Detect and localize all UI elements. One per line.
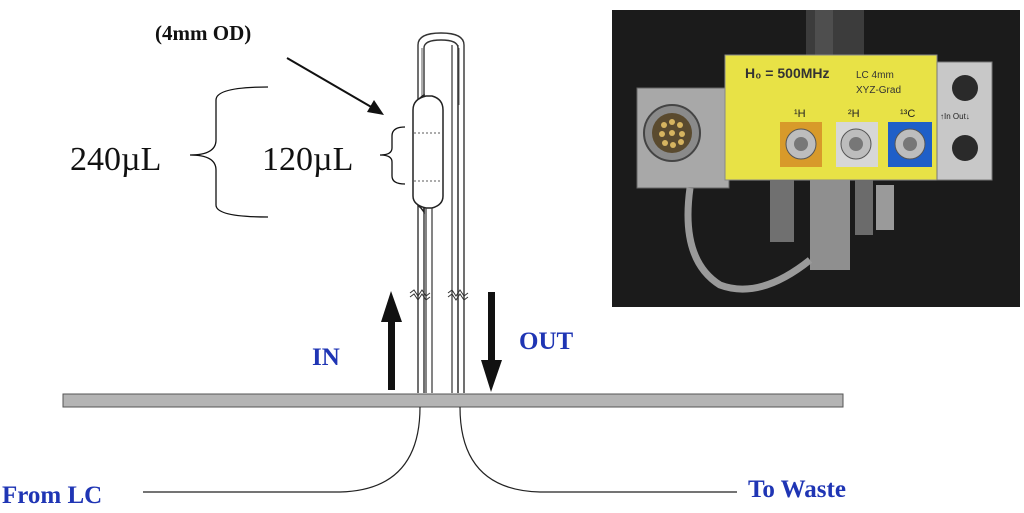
od-label: (4mm OD): [155, 21, 251, 45]
probe-13c-label: ¹³C: [900, 108, 915, 120]
to-waste-label: To Waste: [748, 476, 846, 503]
probe-field-label: H₀ = 500MHz: [745, 65, 830, 81]
flow-capillary: [417, 32, 465, 393]
probe-flow-label: ↑In Out↓: [940, 112, 970, 121]
break-marks: [409, 289, 469, 301]
in-label: IN: [312, 344, 340, 371]
sample-bulb: [412, 93, 444, 215]
base-plate: [62, 393, 844, 408]
out-label: OUT: [519, 328, 574, 355]
probe-grad-label: XYZ-Grad: [856, 85, 901, 96]
inner-brace: [379, 126, 406, 185]
probe-1h-label: ¹H: [794, 108, 806, 120]
probe-model-label: LC 4mm: [856, 70, 894, 81]
active-volume-label: 120µL: [262, 141, 353, 178]
probe-photo: H₀ = 500MHz LC 4mm XYZ-Grad ¹H ²H ¹³C ↑I…: [612, 10, 1020, 307]
tubing-lines: [143, 406, 737, 493]
from-lc-label: From LC: [2, 482, 102, 509]
out-arrow: [481, 292, 502, 392]
total-volume-label: 240µL: [70, 141, 161, 178]
probe-2h-label: ²H: [848, 108, 860, 120]
in-arrow: [381, 291, 402, 390]
od-pointer-arrow: [286, 57, 384, 115]
outer-brace: [189, 86, 269, 218]
